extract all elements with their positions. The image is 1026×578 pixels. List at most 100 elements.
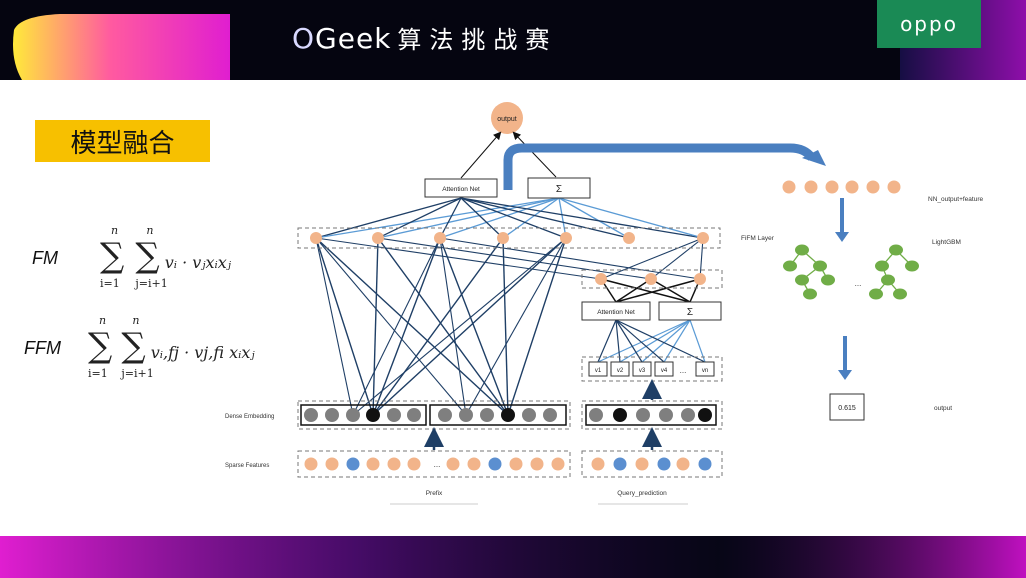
bottom-gradient xyxy=(0,536,1026,578)
arrow-sigma-output xyxy=(512,131,557,178)
rightsum-node xyxy=(645,273,657,285)
arrow-lgbm-result-head xyxy=(838,370,852,380)
dense-node xyxy=(636,408,650,422)
sparse-node xyxy=(387,457,401,471)
line-v-sigma xyxy=(619,319,691,363)
sparse-node xyxy=(446,457,460,471)
line-dense-fi xyxy=(352,237,567,416)
line-rightsum-fi xyxy=(650,237,704,280)
line-dense-fi xyxy=(465,237,567,416)
line-v-att xyxy=(615,319,643,363)
tree-node xyxy=(893,288,907,300)
dense-group-3 xyxy=(585,404,717,426)
sparse-node xyxy=(488,457,502,471)
v-box-label: v4 xyxy=(661,368,668,374)
sparse-node xyxy=(591,457,605,471)
sparse-node xyxy=(366,457,380,471)
line-dense-fi xyxy=(372,237,441,416)
line-dense-fi xyxy=(315,237,509,416)
line-rs-att xyxy=(615,278,652,303)
dense-node xyxy=(543,408,557,422)
result-box xyxy=(829,393,865,421)
dense-node xyxy=(522,408,536,422)
dense-group-2 xyxy=(429,404,567,426)
fm-term: vᵢ · vⱼxᵢxⱼ xyxy=(164,253,232,272)
line-v-sigma xyxy=(597,319,691,363)
output-node-label: output xyxy=(497,116,517,123)
sparse-node xyxy=(509,457,523,471)
line-dense-fi xyxy=(372,237,379,416)
tree-node xyxy=(813,260,827,272)
dense-node xyxy=(407,408,421,422)
line-v-att xyxy=(615,319,706,363)
attention-net-top xyxy=(424,178,498,198)
dense-node xyxy=(387,408,401,422)
line-dense-fi xyxy=(439,237,467,416)
tree-node xyxy=(783,260,797,272)
line-v-sigma xyxy=(663,319,691,363)
sparse-box-left xyxy=(297,450,571,478)
dense-node xyxy=(366,408,380,422)
v-box-label: v1 xyxy=(595,368,602,374)
right-output-label: output xyxy=(934,405,952,412)
line-rs-att xyxy=(615,278,701,303)
line-dense-fi xyxy=(372,237,504,416)
prefix-label: Prefix xyxy=(426,490,443,497)
tree-node xyxy=(795,274,809,286)
fi-node xyxy=(623,232,635,244)
line-dense-fi xyxy=(372,237,567,416)
bottom-banner xyxy=(0,536,1026,578)
right-panel xyxy=(782,180,919,300)
dense-node xyxy=(613,408,627,422)
attention-net-right xyxy=(581,301,651,321)
rightsum-node xyxy=(694,273,706,285)
sparse-node xyxy=(613,457,627,471)
line-fi-attention xyxy=(377,197,462,239)
brand-geek: Geek xyxy=(315,22,392,55)
fi-node xyxy=(372,232,384,244)
sparse-node xyxy=(467,457,481,471)
line-fi-attention xyxy=(460,197,630,239)
sparse-node xyxy=(676,457,690,471)
v-box-item xyxy=(654,361,674,377)
tree-node xyxy=(795,244,809,256)
tree-node xyxy=(869,288,883,300)
attention-net-right-label: Attention Net xyxy=(597,309,635,316)
tree-node xyxy=(905,260,919,272)
line-fi-sigma xyxy=(502,197,560,239)
v-box-item xyxy=(610,361,630,377)
sparse-node xyxy=(407,457,421,471)
nn-output-node xyxy=(845,180,859,194)
line-dense-fi xyxy=(439,237,509,416)
line-dense-fi xyxy=(315,237,374,416)
line-dense-fi xyxy=(315,237,354,416)
right-sum-box xyxy=(581,269,723,289)
nn-output-node xyxy=(866,180,880,194)
line-v-sigma xyxy=(641,319,691,363)
v-box-item xyxy=(588,361,608,377)
oppo-logo: oppo xyxy=(877,0,981,48)
sigma-top-label: Σ xyxy=(556,184,562,195)
line-rs-sigma xyxy=(600,278,691,303)
dense-node xyxy=(325,408,339,422)
line-fi-sigma xyxy=(315,197,560,239)
brand-o: O xyxy=(292,22,316,55)
line-v-att xyxy=(615,319,665,363)
sparse-node xyxy=(346,457,360,471)
result-value: 0.615 xyxy=(838,405,856,412)
arrow-att-output xyxy=(460,131,502,179)
tree-node xyxy=(881,274,895,286)
dense-node xyxy=(304,408,318,422)
output-node xyxy=(491,102,523,134)
arrow-nn-lgbm-head xyxy=(835,232,849,242)
dense-node xyxy=(501,408,515,422)
tree-node xyxy=(889,244,903,256)
dense-embedding-label: Dense Embedding xyxy=(225,414,274,420)
curved-arrow xyxy=(503,143,816,190)
nn-output-node xyxy=(887,180,901,194)
